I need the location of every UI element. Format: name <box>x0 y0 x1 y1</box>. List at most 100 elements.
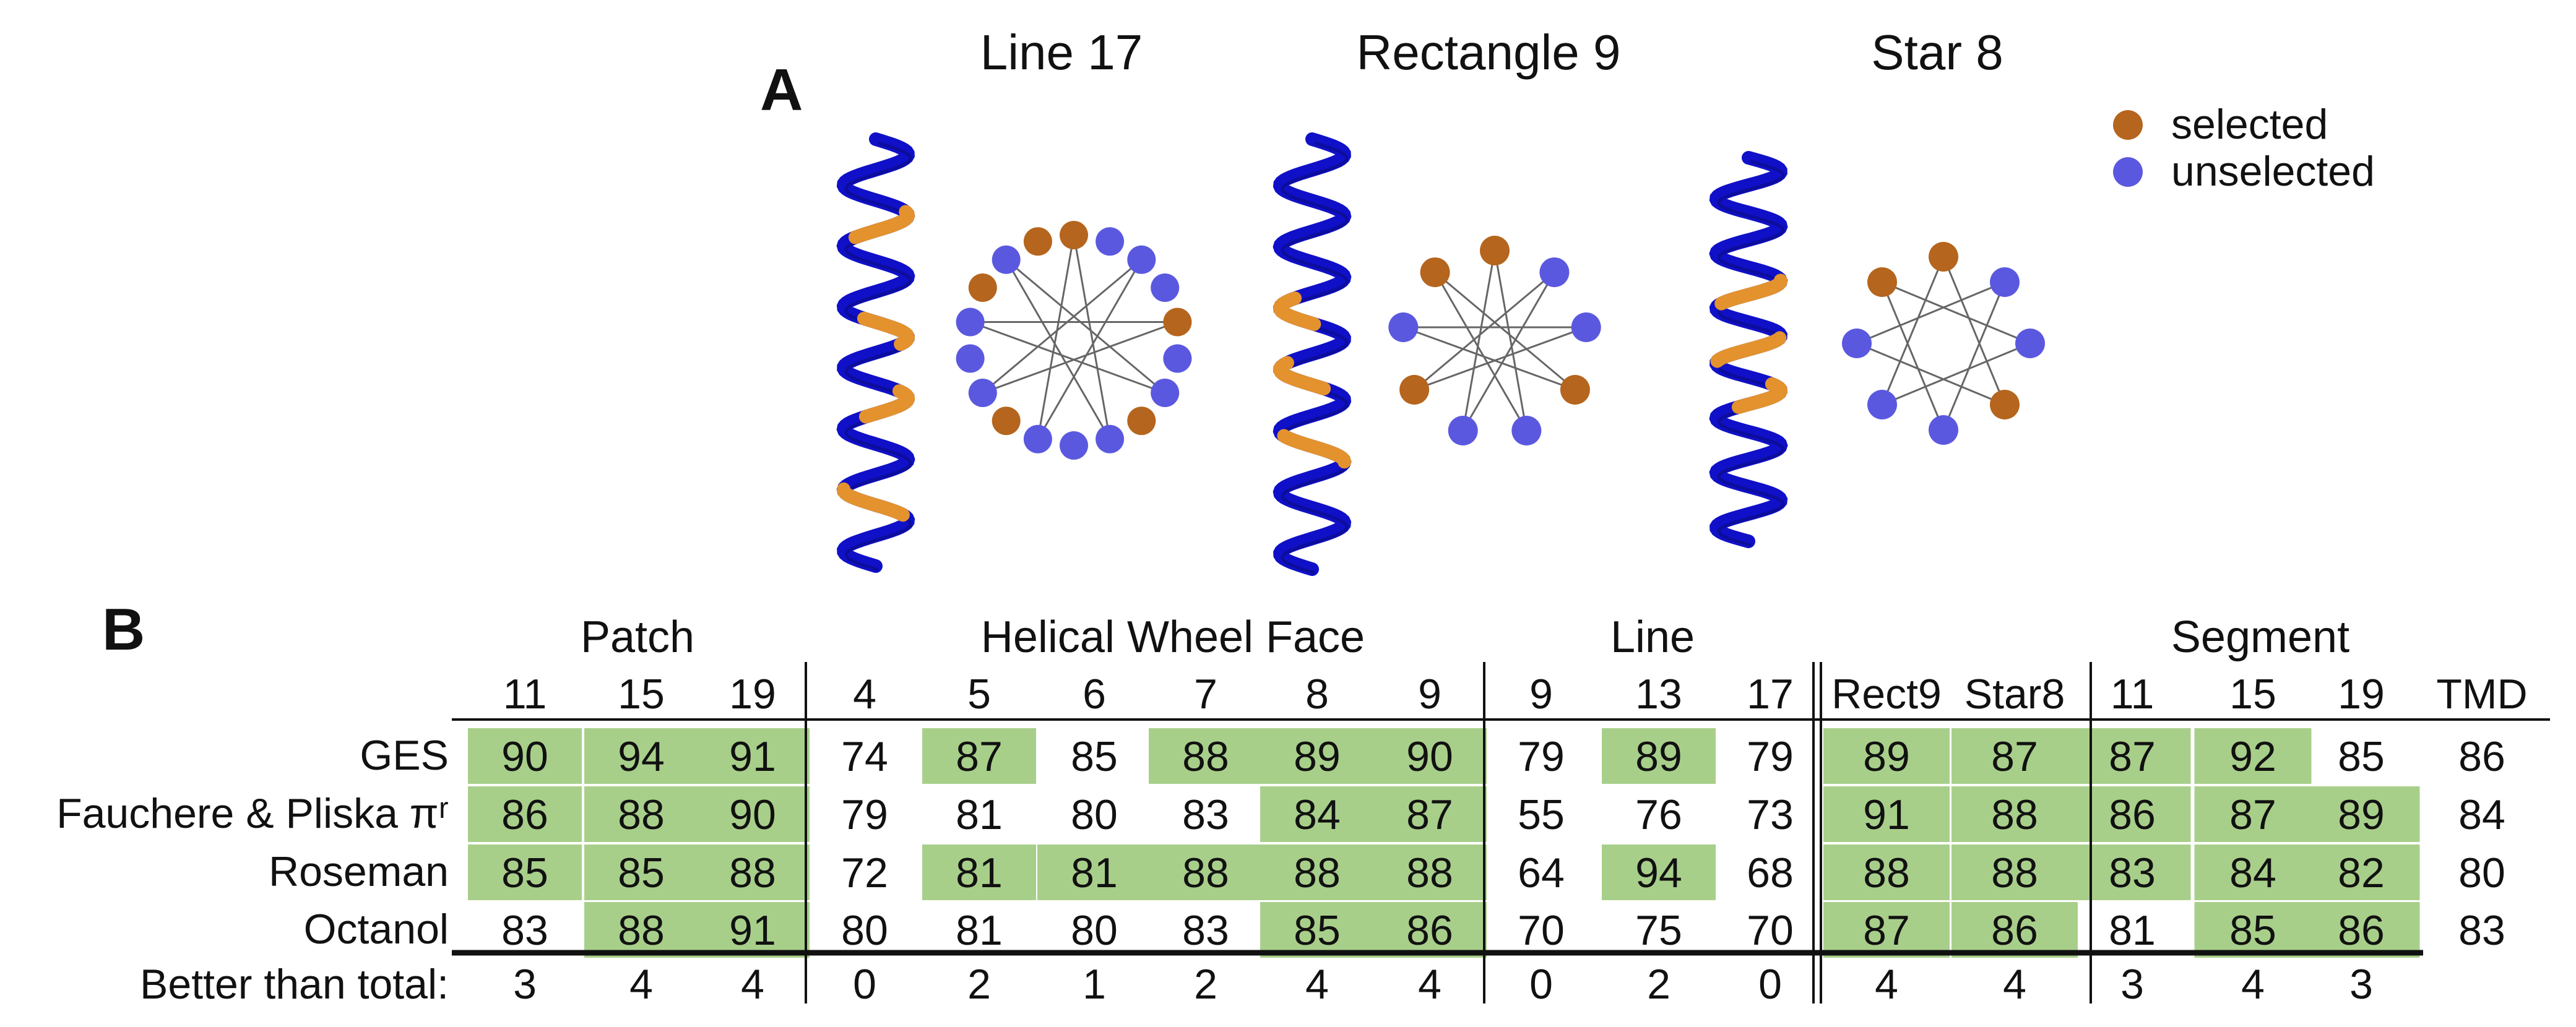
table-cell: 85 <box>2229 907 2276 954</box>
cell-highlight <box>1373 844 1487 900</box>
footer-cell: 2 <box>967 961 991 1008</box>
table-cell: 88 <box>1406 849 1453 896</box>
legend-unselected-marker <box>2113 157 2143 187</box>
residue-dot-unselected <box>992 245 1021 274</box>
residue-dot-unselected <box>2015 329 2045 358</box>
table-cell: 84 <box>2458 791 2505 838</box>
helix-selected-segment <box>1273 291 1321 331</box>
table-cell: 88 <box>1294 849 1341 896</box>
table-cell: 75 <box>1635 907 1682 954</box>
residue-dot-unselected <box>1096 227 1125 256</box>
panel-a: A Line 17 Rectangle 9 Star 8 selected un… <box>760 25 2375 576</box>
residue-dot-selected <box>1023 227 1052 256</box>
cell-highlight <box>1037 844 1151 900</box>
footer-cell: 4 <box>629 961 653 1008</box>
table-cell: 86 <box>1991 907 2038 954</box>
cell-highlight <box>1951 844 2078 900</box>
helix-selected-segment <box>858 384 915 424</box>
column-header: 11 <box>503 671 547 718</box>
table-cell: 68 <box>1747 849 1794 896</box>
table-cell: 87 <box>956 733 1003 780</box>
table-cell: 80 <box>2458 849 2505 896</box>
residue-dot-unselected <box>1448 416 1478 445</box>
cell-highlight <box>696 728 810 784</box>
table-cell: 94 <box>618 733 665 780</box>
table-cell: 90 <box>501 733 548 780</box>
table-cell: 85 <box>1071 733 1118 780</box>
cell-highlight <box>2194 844 2312 900</box>
residue-dot-unselected <box>1388 312 1419 342</box>
table-cell: 82 <box>2338 849 2385 896</box>
footer-cell: 3 <box>513 961 537 1008</box>
column-header: 9 <box>1418 671 1441 718</box>
table-cell: 84 <box>2229 849 2276 896</box>
residue-dot-unselected <box>1571 312 1601 342</box>
cell-highlight <box>1602 728 1716 784</box>
table-cell: 85 <box>618 849 665 896</box>
table-cell: 64 <box>1518 849 1565 896</box>
column-header: 15 <box>2229 671 2276 718</box>
cell-highlight <box>2302 902 2420 958</box>
table-cell: 83 <box>2109 849 2156 896</box>
table-cell: 79 <box>1747 733 1794 780</box>
table-cell: 80 <box>841 907 888 954</box>
table-cell: 89 <box>2338 791 2385 838</box>
column-header: TMD <box>2436 671 2527 718</box>
residue-dot-unselected <box>1929 415 1958 445</box>
table-cell: 86 <box>2109 791 2156 838</box>
helical-wheel-3 <box>1842 242 2045 445</box>
column-header: 19 <box>2338 671 2385 718</box>
panel-a-letter: A <box>760 57 803 123</box>
wheel-title-rectangle-9: Rectangle 9 <box>1357 25 1621 80</box>
footer-cell: 0 <box>853 961 876 1008</box>
table-cell: 91 <box>1863 791 1910 838</box>
group-header-line: Line <box>1610 612 1695 662</box>
table-cell: 88 <box>1182 849 1229 896</box>
helix-shadow <box>1281 141 1349 575</box>
table-cell: 94 <box>1635 849 1682 896</box>
cell-highlight <box>2073 844 2191 900</box>
row-label: Roseman <box>269 848 449 895</box>
table-cell: 80 <box>1071 791 1118 838</box>
table-cell: 91 <box>729 907 776 954</box>
cell-highlight <box>1373 786 1487 842</box>
table-cell: 80 <box>1071 907 1118 954</box>
table-cell: 86 <box>501 791 548 838</box>
panel-b: B Patch Helical Wheel Face Line Segment … <box>56 596 2550 1008</box>
cell-highlight <box>1373 902 1487 958</box>
table-cell: 73 <box>1747 791 1794 838</box>
row-label: GES <box>360 732 449 779</box>
cell-highlight <box>2302 844 2420 900</box>
footer-cell: 4 <box>2241 961 2265 1008</box>
table-cell: 89 <box>1863 733 1910 780</box>
residue-dot-unselected <box>956 344 985 373</box>
column-header: Star8 <box>1964 671 2065 718</box>
table-cell: 88 <box>1182 733 1229 780</box>
table-cell: 89 <box>1294 733 1341 780</box>
residue-dot-selected <box>1420 257 1450 288</box>
table-cell: 55 <box>1518 791 1565 838</box>
helix-selected-segment <box>848 205 915 244</box>
helix-ribbons <box>836 132 1788 576</box>
footer-cell: 3 <box>2349 961 2373 1008</box>
column-header: 8 <box>1305 671 1329 718</box>
helix-selected-segment <box>1273 356 1331 396</box>
helix-selected-segment <box>1710 331 1787 368</box>
helix-ribbon-2 <box>1273 132 1352 576</box>
residue-dot-unselected <box>1990 267 2020 297</box>
table-cell: 87 <box>2229 791 2276 838</box>
column-header: 7 <box>1194 671 1217 718</box>
column-header: 15 <box>618 671 665 718</box>
helical-wheel-1 <box>956 221 1192 460</box>
cell-highlight <box>2194 728 2312 784</box>
table-highlights <box>468 728 2420 958</box>
cell-highlight <box>696 902 810 958</box>
footer-cell: 3 <box>2120 961 2144 1008</box>
cell-highlight <box>1260 844 1374 900</box>
column-header: Rect9 <box>1831 671 1942 718</box>
table-cell: 85 <box>1294 907 1341 954</box>
group-header-patch: Patch <box>581 612 694 662</box>
cell-highlight <box>1260 786 1374 842</box>
